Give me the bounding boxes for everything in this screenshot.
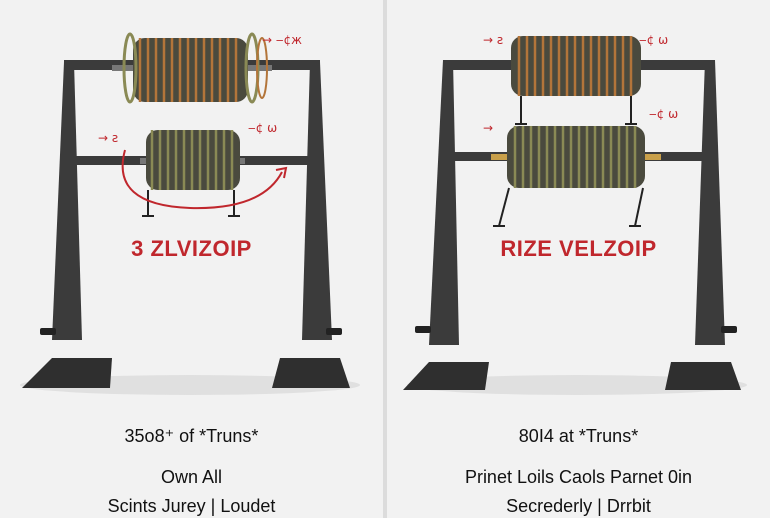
left-middle-coil xyxy=(142,130,240,217)
right-caption-2: Prinet Loils Caols Parnet 0in xyxy=(464,467,693,487)
left-panel: → ‒¢ж → ƨ ‒¢ ω 3 ZLVIZOIP 35o8⁺ of *Trun… xyxy=(0,0,383,518)
left-handle-right xyxy=(326,328,342,335)
right-rack-illustration: → ƨ ‒¢ ω → ‒¢ ω xyxy=(403,33,747,395)
right-handle-right xyxy=(721,326,737,333)
right-base-plate-left xyxy=(403,362,489,390)
left-top-coil xyxy=(122,32,268,104)
left-panel-title: 3 ZLVIZOIP xyxy=(131,236,252,261)
left-rotation-arrow xyxy=(121,149,283,210)
right-caption-3: Secrederly | Drrbit xyxy=(506,496,651,516)
right-floor-shadow xyxy=(407,375,747,395)
right-base-plate-right xyxy=(665,362,741,390)
left-rack-illustration: → ‒¢ж → ƨ ‒¢ ω xyxy=(20,32,360,395)
left-upright-left xyxy=(52,62,82,340)
right-top-left-mark: → ƨ xyxy=(483,33,503,47)
right-mid-right-mark: ‒¢ ω xyxy=(649,107,678,121)
left-arrowhead xyxy=(275,166,288,179)
right-mid-left-mark: → xyxy=(483,121,493,135)
left-caption-2: Own All xyxy=(160,467,223,487)
left-upright-right xyxy=(302,62,332,340)
right-top-right-mark: ‒¢ ω xyxy=(639,33,668,47)
left-mid-right-mark: ‒¢ ω xyxy=(248,121,277,135)
left-top-mark: → ‒¢ж xyxy=(262,33,302,47)
right-panel: → ƨ ‒¢ ω → ‒¢ ω RIZE VELZOIP 80I4 at *Tr… xyxy=(387,0,770,518)
right-handle-left xyxy=(415,326,431,333)
panel-divider xyxy=(383,0,387,518)
right-top-coil xyxy=(511,36,641,125)
left-caption-3: Scints Jurey | Loudet xyxy=(107,496,276,516)
left-base-plate-left xyxy=(22,358,112,388)
left-mid-left-mark: → ƨ xyxy=(98,131,118,145)
right-panel-title: RIZE VELZOIP xyxy=(500,236,657,261)
right-caption-1: 80I4 at *Truns* xyxy=(518,426,639,446)
left-handle-left xyxy=(40,328,56,335)
left-caption-1: 35o8⁺ of *Truns* xyxy=(124,426,259,446)
right-upright-right xyxy=(695,60,725,345)
right-middle-coil xyxy=(493,126,645,227)
right-upright-left xyxy=(429,60,459,345)
left-base-plate-right xyxy=(272,358,350,388)
